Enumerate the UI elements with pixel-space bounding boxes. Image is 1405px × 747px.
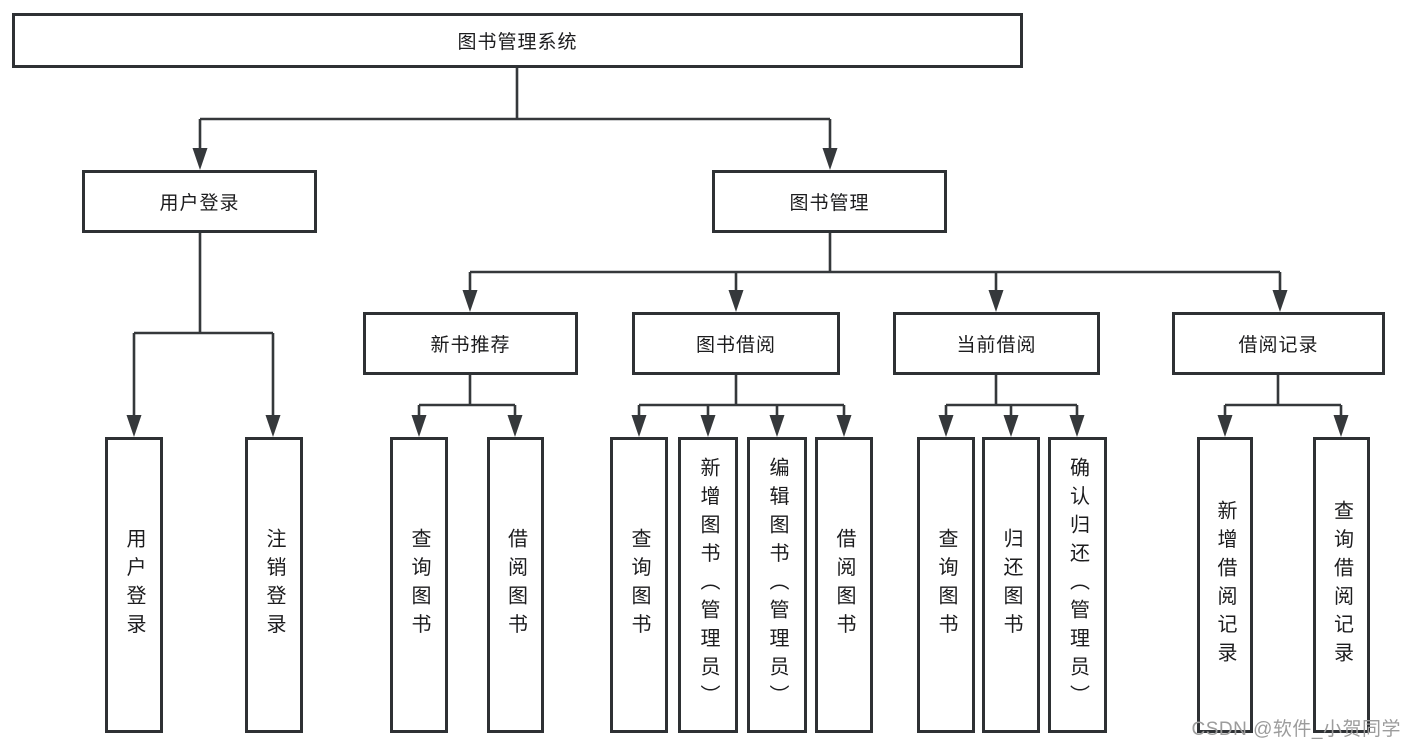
node-confirm-return-admin: 确认归还（管理员） — [1048, 437, 1107, 733]
node-new-book-recommendation: 新书推荐 — [363, 312, 578, 375]
node-label: 借阅图书 — [833, 528, 855, 642]
node-query-books-recommend: 查询图书 — [390, 437, 448, 733]
node-label: 新增图书（管理员） — [697, 457, 719, 713]
node-add-books-admin: 新增图书（管理员） — [678, 437, 738, 733]
node-label: 当前借阅 — [956, 335, 1037, 356]
node-logout: 注销登录 — [245, 437, 303, 733]
node-label: 新增借阅记录 — [1214, 499, 1236, 671]
node-label: 借阅记录 — [1238, 335, 1319, 356]
node-query-books-current: 查询图书 — [917, 437, 975, 733]
node-current-borrowing: 当前借阅 — [893, 312, 1100, 375]
node-label: 借阅图书 — [504, 528, 527, 642]
node-label: 图书管理系统 — [457, 32, 578, 53]
node-label: 编辑图书（管理员） — [766, 457, 788, 713]
node-label: 注销登录 — [263, 528, 285, 642]
node-borrowing-records: 借阅记录 — [1172, 312, 1385, 375]
node-label: 图书借阅 — [695, 335, 776, 356]
node-user-login-leaf: 用户登录 — [105, 437, 163, 733]
node-label: 确认归还（管理员） — [1066, 457, 1089, 713]
node-label: 查询图书 — [628, 528, 650, 642]
node-label: 查询图书 — [935, 528, 957, 642]
node-query-borrow-record: 查询借阅记录 — [1313, 437, 1370, 733]
node-add-borrow-record: 新增借阅记录 — [1197, 437, 1253, 733]
node-label: 用户登录 — [159, 193, 240, 214]
node-label: 查询图书 — [408, 528, 430, 642]
node-book-borrowing: 图书借阅 — [632, 312, 840, 375]
node-borrow-books-recommend: 借阅图书 — [487, 437, 544, 733]
csdn-watermark: CSDN @软件_小贺同学 — [1191, 719, 1401, 740]
node-query-books-borrow: 查询图书 — [610, 437, 668, 733]
node-user-login: 用户登录 — [82, 170, 317, 233]
node-edit-books-admin: 编辑图书（管理员） — [747, 437, 807, 733]
node-library-management-system: 图书管理系统 — [12, 13, 1023, 68]
node-label: 查询借阅记录 — [1330, 499, 1353, 671]
node-label: 归还图书 — [1000, 528, 1022, 642]
node-label: 用户登录 — [123, 528, 145, 642]
node-borrow-books: 借阅图书 — [815, 437, 873, 733]
node-book-management: 图书管理 — [712, 170, 947, 233]
node-return-books: 归还图书 — [982, 437, 1040, 733]
node-label: 新书推荐 — [430, 335, 511, 356]
node-label: 图书管理 — [789, 193, 870, 214]
